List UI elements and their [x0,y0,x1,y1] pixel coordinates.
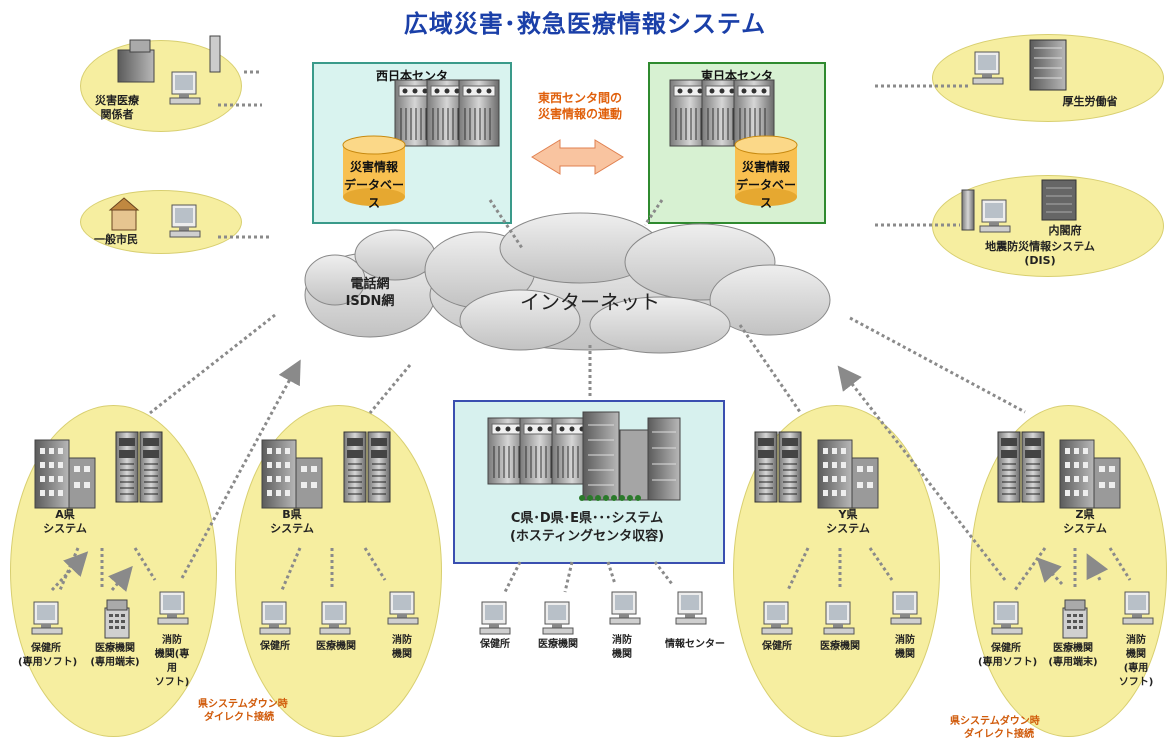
h-iryo-label: 医療機関 [538,639,578,650]
dialup-note-left: 県システムダウン時 ダイレクト接続 [198,699,288,723]
a-iryo-label: 医療機関 (専用端末) [90,643,140,668]
east-db-label: 災害情報 データベース [735,160,796,210]
right-mid-icons [961,179,1077,233]
z-iryo-label: 医療機関 (専用端末) [1048,643,1098,668]
west-servers [394,79,500,147]
hosting-terminals [479,591,707,635]
west-db-label: 災害情報 データベース [343,160,404,210]
phone-net-label: 電話網 ISDN網 [345,277,395,309]
pref-z-label: Z県 システム [1063,508,1107,535]
hosting-buildings [579,411,681,501]
pref-y-label: Y県 システム [826,508,870,535]
h-hokenjo-label: 保健所 [480,639,510,650]
b-iryo-label: 医療機関 [316,641,356,652]
hosting-label: C県･D県･E県･･･システム (ホスティングセンタ収容) [509,511,665,544]
mhlw-label: 厚生労働省 [1062,95,1118,108]
b-hokenjo-label: 保健所 [260,641,290,652]
dialup-note-right: 県システムダウン時 ダイレクト接続 [950,716,1040,740]
left-mid-icons [108,197,201,238]
center-link-arrow [531,139,624,175]
h-shobo-label: 消防 機関 [612,635,632,660]
left-top-icons [117,35,221,105]
y-shobo-label: 消防 機関 [895,635,915,660]
pref-a-label: A県 システム [43,508,87,535]
connection-lines [58,70,1132,593]
hosting-servers [487,417,593,485]
dis-label: 地震防災情報システム (DIS) [985,240,1095,267]
y-iryo-label: 医療機関 [820,641,860,652]
page-title: 広域災害･救急医療情報システム [403,10,767,38]
z-hokenjo-label: 保健所 (専用ソフト) [978,643,1038,668]
left-mid-ellipse [80,190,242,254]
a-hokenjo-label: 保健所 (専用ソフト) [18,643,78,668]
disaster-medical-label: 災害医療 関係者 [95,94,139,121]
internet-cloud [424,212,831,354]
y-hokenjo-label: 保健所 [762,641,792,652]
h-joho-label: 情報センター [665,639,725,650]
z-shobo-label: 消防 機関 (専用 ソフト) [1118,635,1154,688]
cabinet-label: 内閣府 [1048,224,1082,237]
direct-arrows [50,359,1109,592]
internet-label: インターネット [520,290,660,314]
phone-cloud [304,229,436,338]
pref-b-label: B県 システム [270,508,314,535]
a-shobo-label: 消防 機関(専 用 ソフト) [154,635,190,688]
citizen-label: 一般市民 [94,233,138,246]
b-shobo-label: 消防 機関 [392,635,412,660]
right-top-icons [972,39,1067,91]
center-link-label: 東西センタ間の 災害情報の連動 [537,91,622,121]
